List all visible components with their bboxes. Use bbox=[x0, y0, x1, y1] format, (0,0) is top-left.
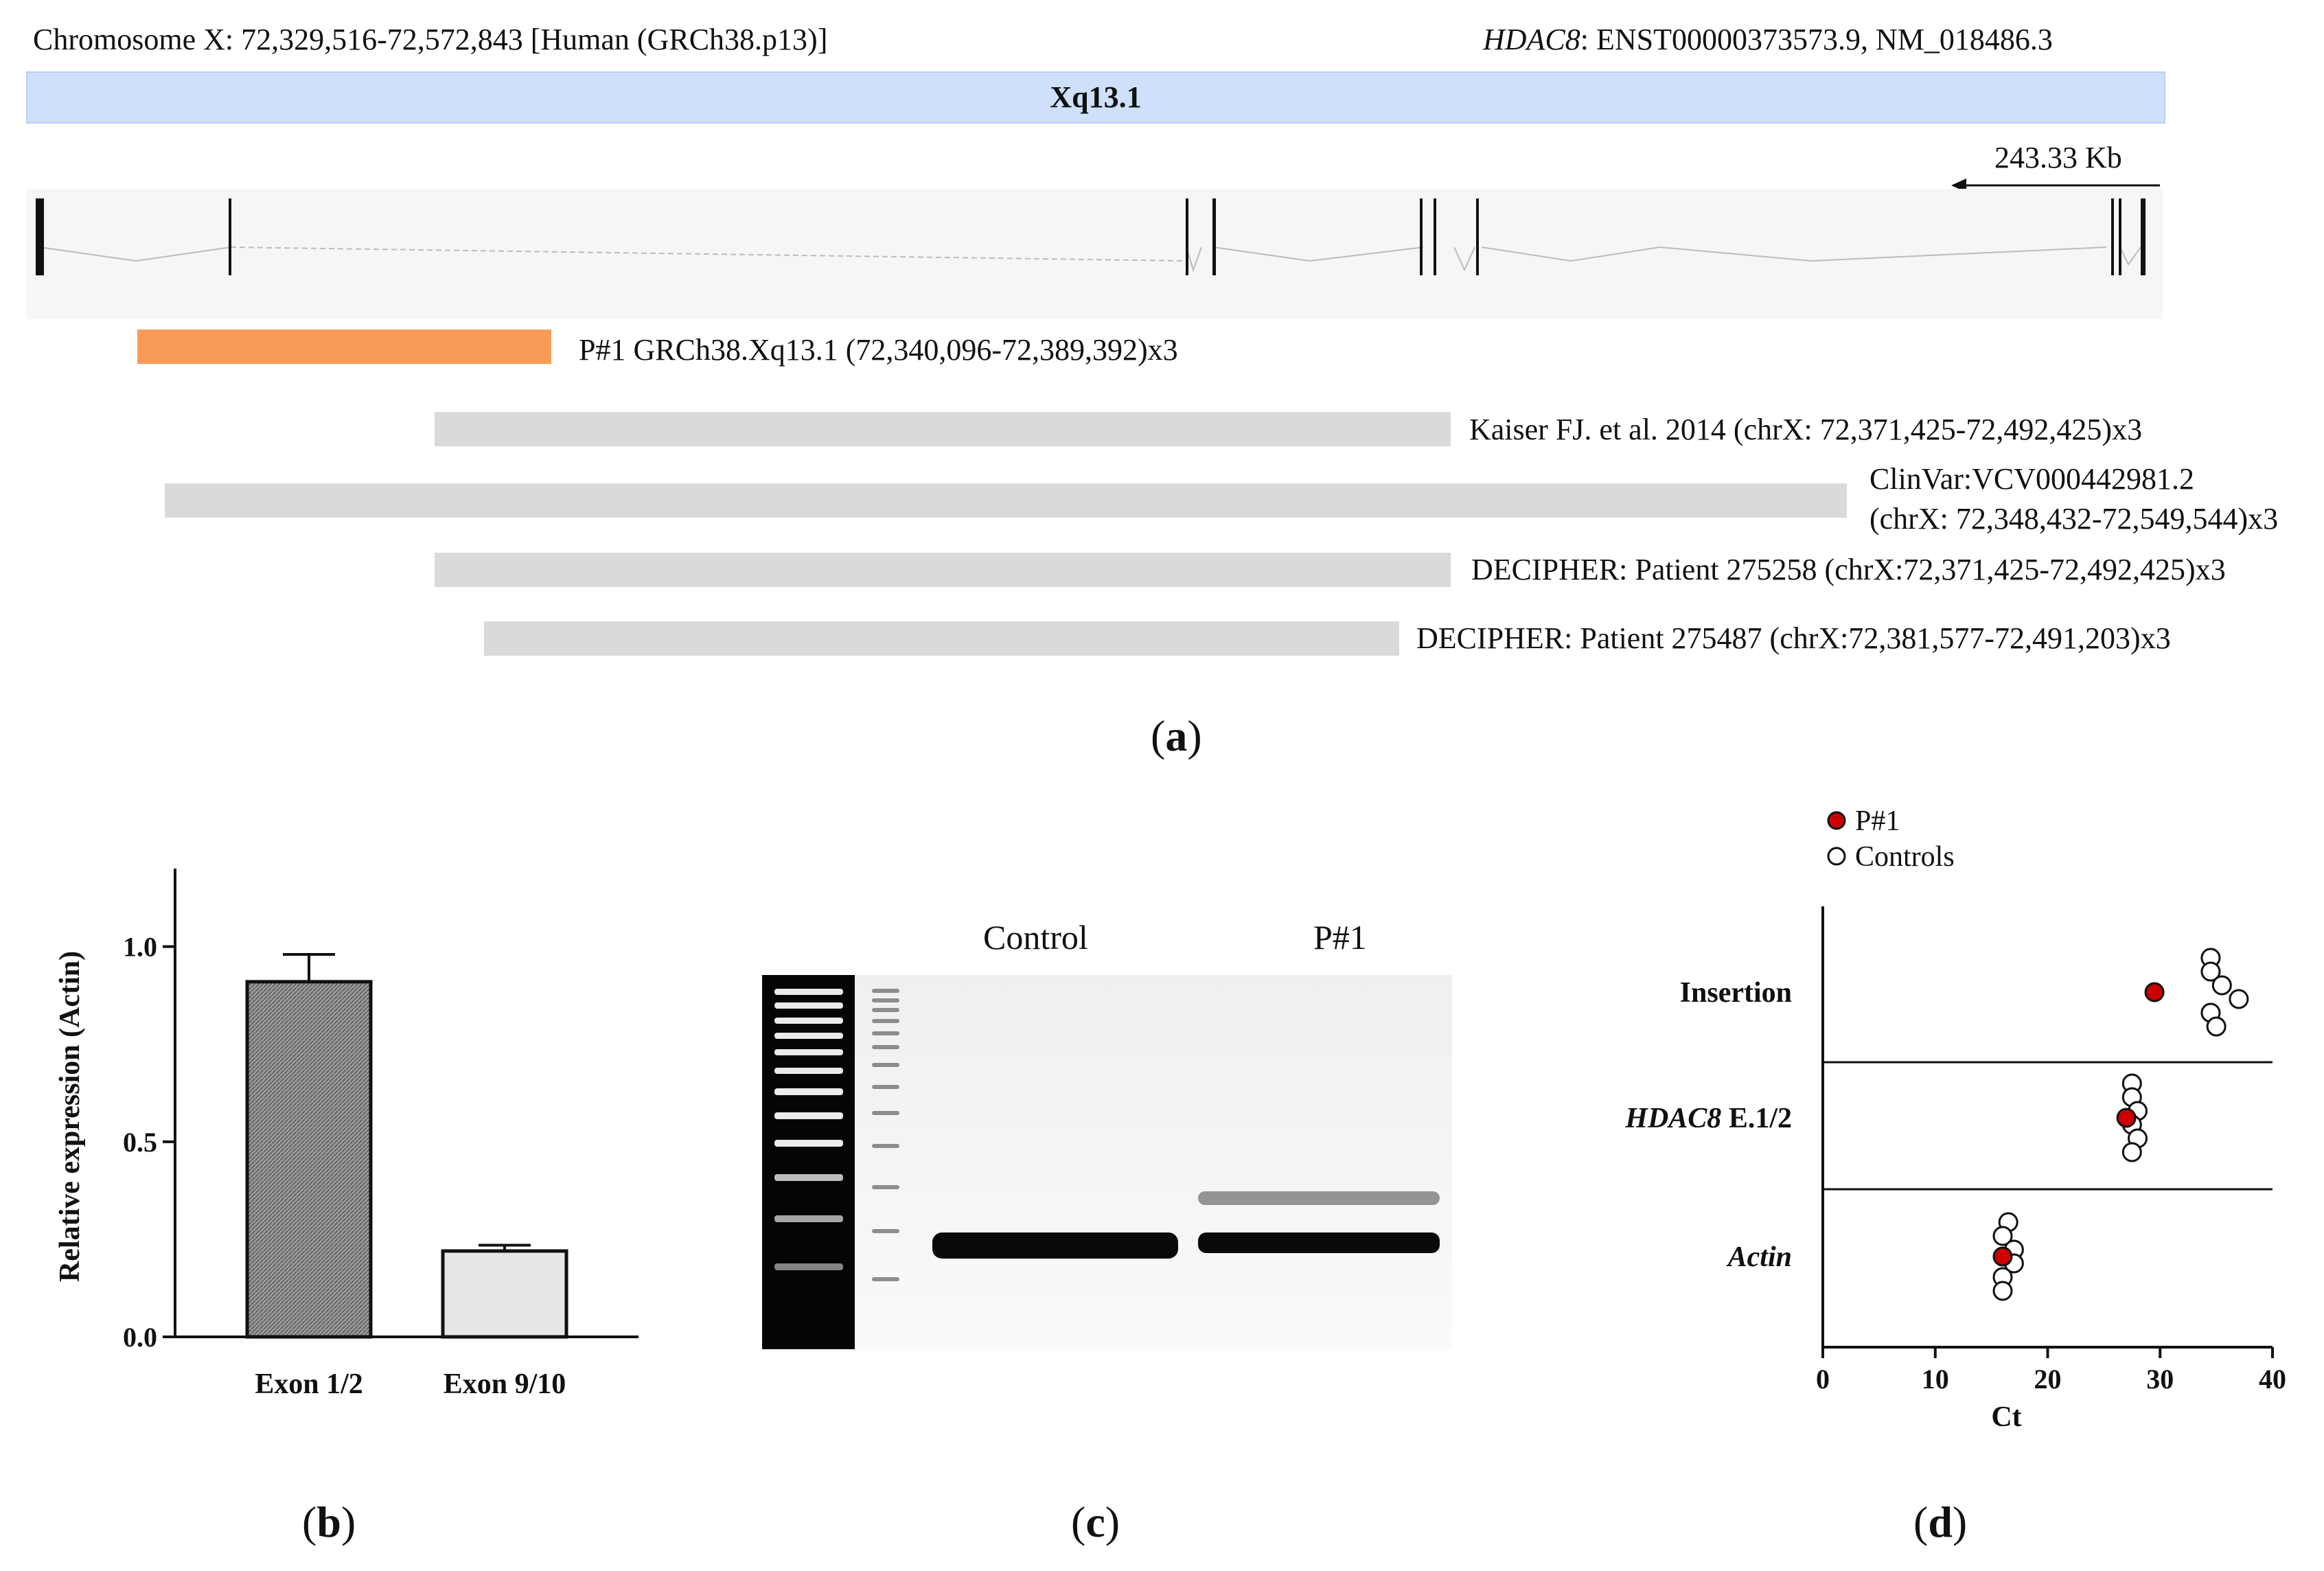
ladder-bands bbox=[774, 989, 843, 1270]
panel-label-c: (c) bbox=[1071, 1498, 1120, 1546]
control-point bbox=[2200, 961, 2221, 982]
track-bar-decipher-275487 bbox=[484, 621, 1399, 656]
x-tick-label: 30 bbox=[2146, 1364, 2174, 1395]
x-tick-label: 20 bbox=[2034, 1364, 2062, 1395]
row-label-hdac8: HDAC8 E.1/2 bbox=[1624, 1103, 1792, 1134]
x-tick-label: 40 bbox=[2259, 1364, 2286, 1395]
patient-upper-band bbox=[1198, 1191, 1440, 1205]
control-point bbox=[1992, 1226, 2013, 1246]
scale-label: 243.33 Kb bbox=[1994, 141, 2122, 174]
track-label-decipher-275487: DECIPHER: Patient 275487 (chrX:72,381,57… bbox=[1416, 621, 2171, 655]
gel-image bbox=[762, 975, 1452, 1349]
control-point bbox=[2211, 975, 2232, 996]
header-left: Chromosome X: 72,329,516-72,572,843 [Hum… bbox=[33, 23, 828, 56]
row-label-actin: Actin bbox=[1726, 1241, 1792, 1273]
row-label-hdac8-gene: HDAC8 bbox=[1624, 1103, 1721, 1134]
bar bbox=[441, 1249, 568, 1339]
band-label: Xq13.1 bbox=[1050, 80, 1142, 114]
legend-label: Controls bbox=[1855, 841, 1955, 873]
track-bar-clinvar bbox=[165, 483, 1847, 518]
lane-label-patient: P#1 bbox=[1313, 918, 1367, 956]
control-point bbox=[2121, 1142, 2142, 1162]
track-label-clinvar-line2: (chrX: 72,348,432-72,549,544)x3 bbox=[1869, 502, 2279, 536]
x-tick-label: 0 bbox=[1816, 1364, 1830, 1395]
control-main-band bbox=[932, 1232, 1178, 1259]
legend-label: P#1 bbox=[1855, 805, 1900, 837]
track-label-kaiser: Kaiser FJ. et al. 2014 (chrX: 72,371,425… bbox=[1469, 413, 2143, 446]
track-bar-kaiser bbox=[435, 412, 1451, 446]
lane-label-control: Control bbox=[983, 918, 1088, 956]
patient-point bbox=[2116, 1108, 2137, 1128]
control-point bbox=[1992, 1281, 2013, 1301]
control-point bbox=[2206, 1016, 2227, 1037]
x-axis-label: Ct bbox=[1991, 1401, 2021, 1433]
y-tick-label: 0.0 bbox=[123, 1322, 157, 1353]
panel-label-a: (a) bbox=[1151, 711, 1202, 760]
x-category-label: Exon 9/10 bbox=[444, 1368, 566, 1400]
legend-marker bbox=[1827, 847, 1846, 866]
row-label-insertion: Insertion bbox=[1680, 977, 1792, 1009]
track-label-clinvar-line1: ClinVar:VCV000442981.2 bbox=[1869, 462, 2194, 496]
track-label-decipher-275258: DECIPHER: Patient 275258 (chrX:72,371,42… bbox=[1471, 553, 2226, 586]
track-bar-patient bbox=[137, 330, 551, 364]
patient-point bbox=[1992, 1246, 2013, 1267]
bar bbox=[245, 980, 373, 1339]
header-transcripts: : ENST00000373573.9, NM_018486.3 bbox=[1580, 23, 2053, 56]
legend-marker bbox=[1827, 811, 1846, 830]
gene-model-track bbox=[26, 189, 2163, 319]
chromosome-band-bar: Xq13.1 bbox=[26, 71, 2165, 124]
y-tick-label: 1.0 bbox=[123, 932, 157, 963]
track-bar-decipher-275258 bbox=[435, 553, 1451, 587]
x-tick-label: 10 bbox=[1922, 1364, 1949, 1395]
control-point bbox=[2229, 989, 2249, 1009]
panel-label-d: (d) bbox=[1913, 1498, 1968, 1546]
header-gene-name: HDAC8 bbox=[1483, 23, 1580, 56]
y-axis-label: Relative expression (Actin) bbox=[54, 951, 86, 1282]
patient-main-band bbox=[1198, 1232, 1440, 1253]
patient-point bbox=[2144, 982, 2165, 1002]
ladder-lane bbox=[762, 975, 855, 1349]
row-label-hdac8-exon: E.1/2 bbox=[1721, 1103, 1792, 1134]
track-label-patient: P#1 GRCh38.Xq13.1 (72,340,096-72,389,392… bbox=[579, 333, 1178, 367]
marker-lane bbox=[872, 989, 899, 1281]
x-category-label: Exon 1/2 bbox=[255, 1368, 363, 1400]
header-right: HDAC8: ENST00000373573.9, NM_018486.3 bbox=[1483, 25, 2053, 55]
panel-label-b: (b) bbox=[302, 1498, 356, 1546]
y-tick-label: 0.5 bbox=[123, 1127, 157, 1158]
